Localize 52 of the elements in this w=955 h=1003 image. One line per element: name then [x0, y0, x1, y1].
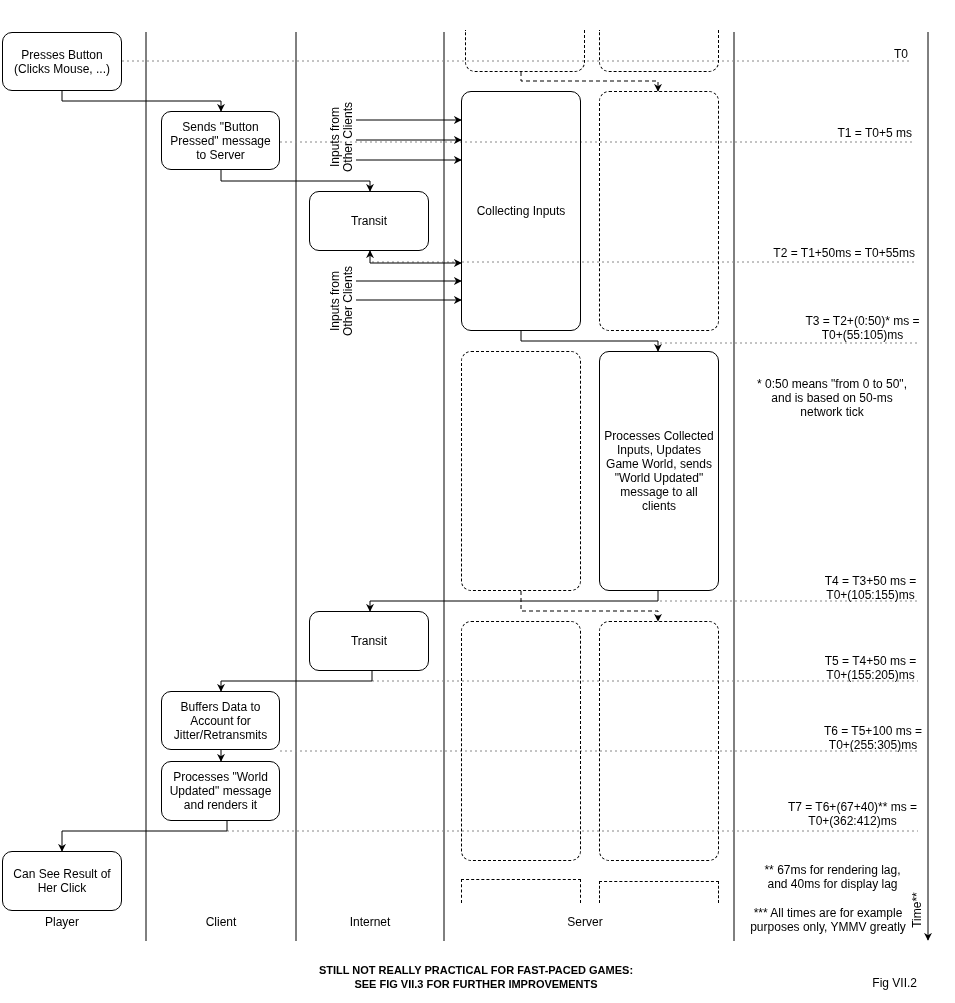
arrow	[61, 90, 225, 112]
process-box: Transit	[309, 191, 429, 251]
placeholder-box	[599, 881, 719, 903]
arrow	[58, 820, 228, 852]
time-label: T3 = T2+(0:50)* ms = T0+(55:105)ms	[804, 314, 921, 342]
time-label: T7 = T6+(67+40)** ms = T0+(362:412)ms	[786, 800, 919, 828]
lane-label: Server	[566, 915, 604, 929]
process-box: Processes Collected Inputs, Updates Game World, sends "World Updated" message to all clients	[599, 351, 719, 591]
figure-number: Fig VII.2	[871, 976, 917, 990]
arrow	[355, 156, 462, 164]
arrow	[217, 670, 373, 692]
time-label: T4 = T3+50 ms = T0+(105:155)ms	[823, 574, 918, 602]
arrow	[520, 330, 662, 352]
lane-label: Player	[44, 915, 80, 929]
arrow	[355, 136, 462, 144]
process-box: Presses Button (Clicks Mouse, ...)	[2, 32, 122, 91]
footnote: * 0:50 means "from 0 to 50", and is based on 50-ms network tick	[756, 377, 908, 419]
dashed-arrow	[520, 71, 662, 92]
time-label: T6 = T5+100 ms = T0+(255:305)ms	[822, 724, 924, 752]
footnote: ** 67ms for rendering lag, and 40ms for display lag	[763, 863, 902, 891]
process-box: Can See Result of Her Click	[2, 851, 122, 911]
process-box: Collecting Inputs	[461, 91, 581, 331]
placeholder-box	[461, 879, 581, 903]
inputs-label: Inputs from Other Clients	[328, 97, 356, 177]
caption: STILL NOT REALLY PRACTICAL FOR FAST-PACED GAMES: SEE FIG VII.3 FOR FURTHER IMPROVEMENTS	[317, 963, 635, 991]
lane-label: Internet	[348, 915, 392, 929]
placeholder-box	[599, 621, 719, 861]
inputs-label: Inputs from Other Clients	[328, 262, 356, 340]
arrow	[366, 590, 659, 612]
time-label: T0	[893, 47, 908, 61]
process-box: Processes "World Updated" message and renders it	[161, 761, 280, 821]
dashed-arrow	[520, 590, 662, 622]
arrow	[220, 169, 374, 192]
placeholder-box	[461, 621, 581, 861]
time-label: T5 = T4+50 ms = T0+(155:205)ms	[823, 654, 918, 682]
arrow	[355, 277, 462, 285]
placeholder-box	[599, 91, 719, 331]
axis-label: Time**	[910, 891, 924, 930]
process-box: Buffers Data to Account for Jitter/Retransmits	[161, 691, 280, 750]
arrow	[217, 749, 225, 762]
placeholder-box	[599, 30, 719, 72]
time-label: T1 = T0+5 ms	[836, 126, 912, 140]
arrow	[366, 250, 462, 267]
process-box: Sends "Button Pressed" message to Server	[161, 111, 280, 170]
placeholder-box	[461, 351, 581, 591]
time-label: T2 = T1+50ms = T0+55ms	[772, 246, 915, 260]
footnote: *** All times are for example purposes only, YMMV greatly	[749, 906, 907, 934]
lane-label: Client	[204, 915, 238, 929]
placeholder-box	[465, 30, 585, 72]
arrow	[355, 296, 462, 304]
process-box: Transit	[309, 611, 429, 671]
arrow	[355, 116, 462, 124]
